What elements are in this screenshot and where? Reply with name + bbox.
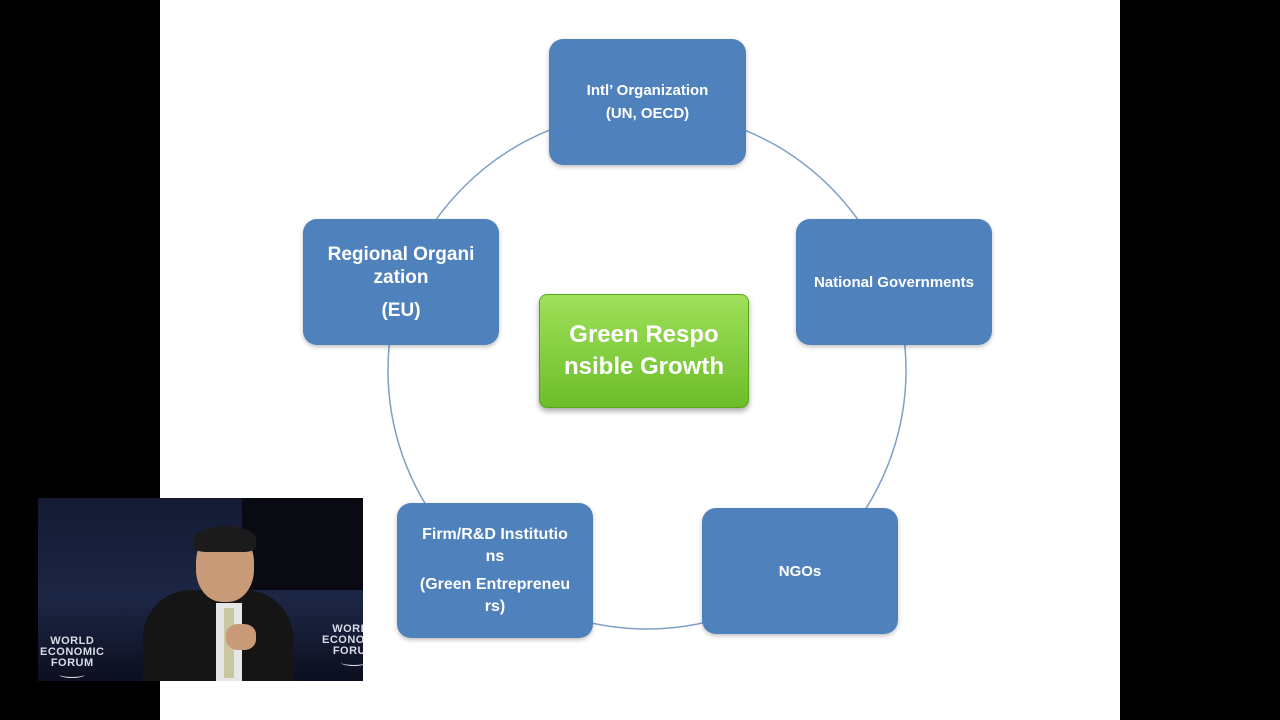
center-node-line-1: Green Respo (569, 321, 719, 348)
node-firm-rd-institutions: Firm/R&D Institutio ns (Green Entreprene… (397, 503, 593, 638)
speaker-video-overlay: WORLD ECONOMIC FORUM WORLD ECONOMIC FORU… (38, 498, 363, 681)
speaker-hair (194, 526, 256, 552)
wef-logo-right-arc-icon (341, 659, 363, 666)
wef-logo-right-line-1: WORLD (332, 623, 363, 635)
center-node-green-responsible-growth: Green Respo nsible Growth (539, 294, 749, 408)
center-node-line-2: nsible Growth (563, 353, 724, 380)
speaker-hand (226, 624, 256, 650)
node-intl-organization: Intl’ Organization (UN, OECD) (549, 39, 746, 165)
node-firm-rd-line-1: Firm/R&D Institutio (422, 525, 568, 543)
wef-logo-right-line-3: FORUM (332, 645, 363, 657)
wef-logo-left-arc-icon (59, 671, 86, 678)
node-regional-org-line-1: Regional Organi (327, 243, 475, 265)
node-intl-organization-line-2: (UN, OECD) (605, 105, 690, 122)
node-intl-organization-line-1: Intl’ Organization (586, 82, 709, 99)
video-backdrop-panel (242, 498, 363, 590)
wef-logo-left-line-3: FORUM (50, 657, 94, 669)
wef-logo-right-line-2: ECONOMIC (322, 634, 363, 646)
node-firm-rd-line-4: rs) (484, 597, 506, 615)
node-national-governments: National Governments (796, 219, 992, 345)
wef-logo-right: WORLD ECONOMIC FORUM (322, 624, 363, 666)
node-firm-rd-line-3: (Green Entrepreneu (419, 575, 571, 593)
node-regional-org-line-3: (EU) (381, 299, 421, 321)
node-ngos-line-1: NGOs (778, 562, 822, 580)
wef-logo-left: WORLD ECONOMIC FORUM (40, 636, 105, 678)
node-firm-rd-line-2: ns (485, 547, 505, 565)
wef-logo-left-line-1: WORLD (50, 635, 95, 647)
node-regional-organization: Regional Organi zation (EU) (303, 219, 499, 345)
node-national-governments-line-1: National Governments (813, 273, 975, 291)
presentation-slide: Intl’ Organization (UN, OECD) National G… (160, 0, 1120, 720)
wef-logo-left-line-2: ECONOMIC (40, 646, 105, 658)
node-regional-org-line-2: zation (373, 266, 429, 288)
node-ngos: NGOs (702, 508, 898, 634)
